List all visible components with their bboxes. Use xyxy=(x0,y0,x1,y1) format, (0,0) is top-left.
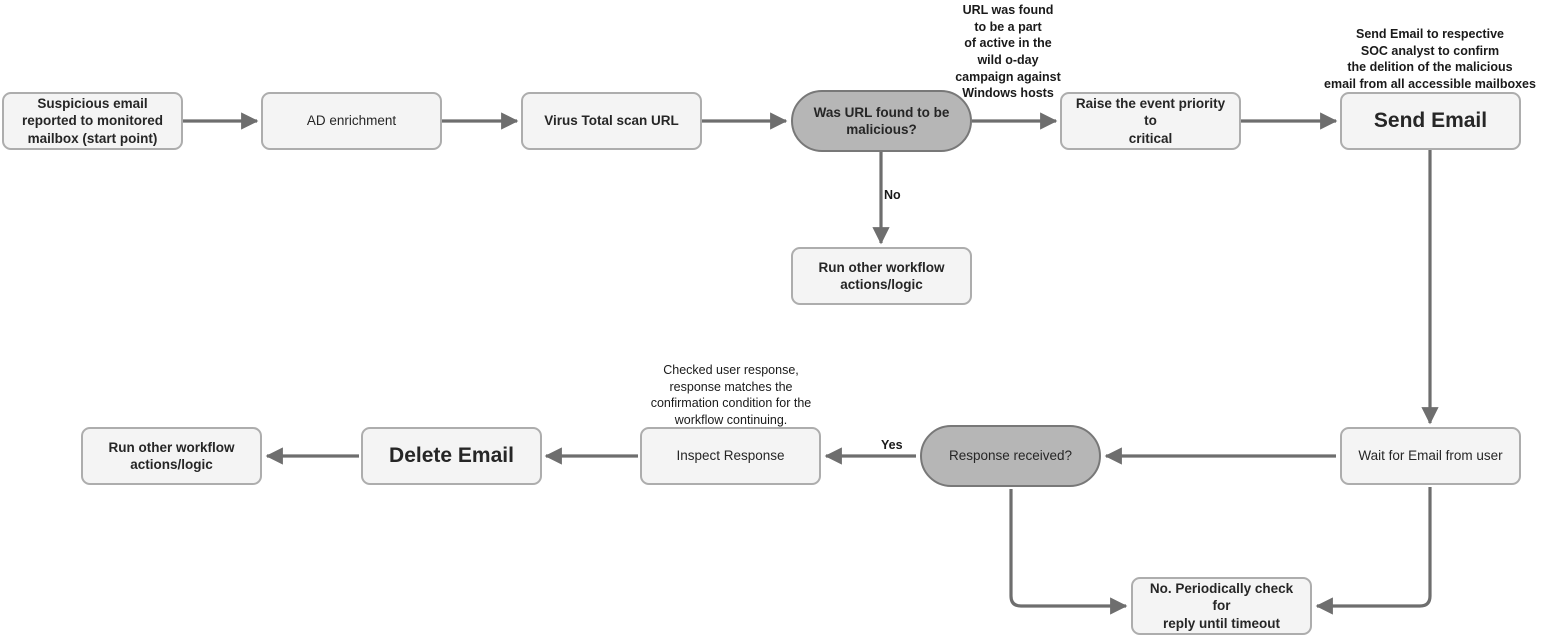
node-wait-for-email[interactable]: Wait for Email from user xyxy=(1340,427,1521,485)
annotation-checked-response-note: Checked user response, response matches … xyxy=(650,363,812,427)
edge-wait-to-periodic xyxy=(1315,487,1432,615)
node-virus-total-scan[interactable]: Virus Total scan URL xyxy=(521,92,702,150)
node-inspect-response[interactable]: Inspect Response xyxy=(640,427,821,485)
node-start[interactable]: Suspicious email reported to monitored m… xyxy=(2,92,183,150)
node-run-other-workflow-bottom[interactable]: Run other workflow actions/logic xyxy=(81,427,262,485)
node-ad-enrichment[interactable]: AD enrichment xyxy=(261,92,442,150)
annotation-url-found-note: URL was found to be a part of active in … xyxy=(955,3,1061,101)
node-send-email[interactable]: Send Email xyxy=(1340,92,1521,150)
branch-label-no: No xyxy=(884,188,901,202)
node-raise-priority[interactable]: Raise the event priority to critical xyxy=(1060,92,1241,150)
branch-label-yes: Yes xyxy=(881,438,903,452)
node-delete-email[interactable]: Delete Email xyxy=(361,427,542,485)
node-decision-url-malicious[interactable]: Was URL found to be malicious? xyxy=(791,90,972,152)
node-periodic-check[interactable]: No. Periodically check for reply until t… xyxy=(1131,577,1312,635)
annotation-send-email-note: Send Email to respective SOC analyst to … xyxy=(1324,27,1536,91)
edge-received-to-periodic xyxy=(1009,489,1128,615)
node-decision-response-received[interactable]: Response received? xyxy=(920,425,1101,487)
node-run-other-workflow-top[interactable]: Run other workflow actions/logic xyxy=(791,247,972,305)
